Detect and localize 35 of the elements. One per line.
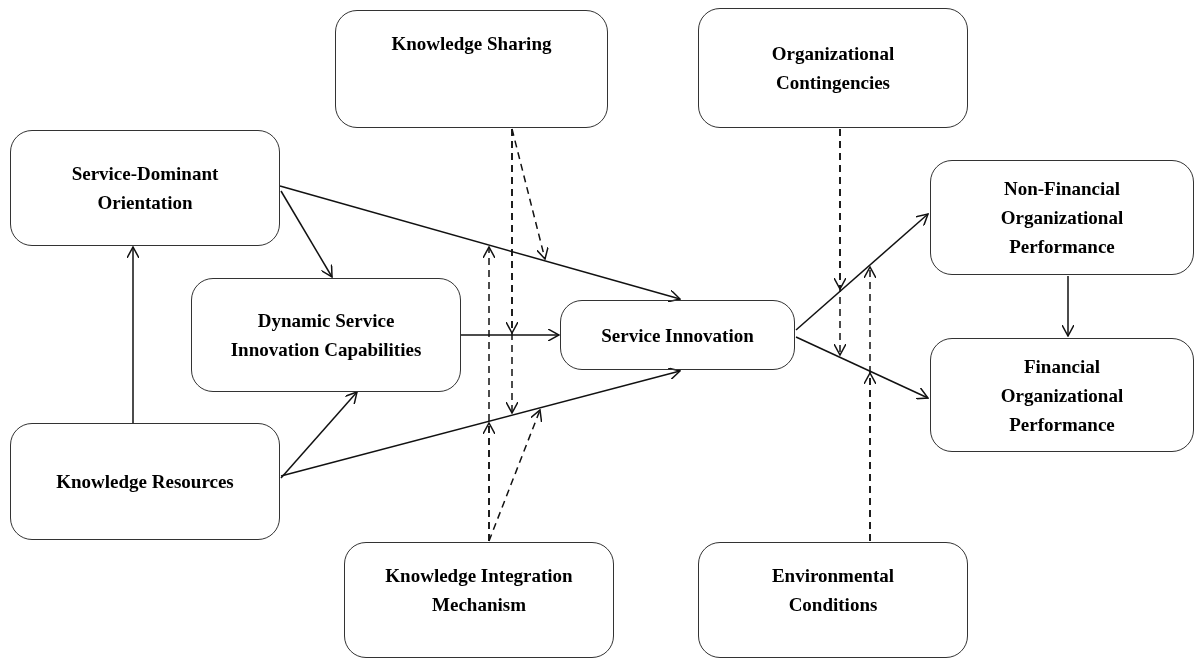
rounded-box <box>335 10 608 128</box>
arrow <box>795 213 929 331</box>
dashed-arrow <box>511 128 549 260</box>
dashed-arrow <box>505 128 519 414</box>
rounded-box <box>10 423 280 540</box>
arrow <box>795 336 929 400</box>
rounded-box <box>560 300 795 370</box>
node-label: Financial Organizational Performance <box>999 354 1125 437</box>
node-label: Environmental Conditions <box>770 564 896 617</box>
node-label: Knowledge Sharing <box>390 32 553 56</box>
arrow <box>280 367 681 477</box>
arrow <box>126 246 140 424</box>
arrow <box>280 190 333 278</box>
dashed-arrow <box>833 128 847 356</box>
arrow <box>280 391 358 479</box>
dashed-arrow <box>863 372 877 542</box>
dashed-arrow <box>488 409 543 542</box>
arrow <box>460 328 560 342</box>
rounded-box <box>698 8 968 128</box>
arrow <box>1061 275 1075 337</box>
node-label: Knowledge Integration Mechanism <box>384 564 574 617</box>
node-label: Service Innovation <box>600 323 755 348</box>
node-label: Non-Financial Organizational Performance <box>999 177 1125 259</box>
node-label: Dynamic Service Innovation Capabilities <box>229 309 423 362</box>
rounded-box <box>191 278 461 392</box>
rounded-box <box>344 542 614 658</box>
rounded-box <box>10 130 280 246</box>
rounded-box <box>698 542 968 658</box>
dashed-arrow <box>482 422 496 542</box>
node-label: Service-Dominant Orientation <box>70 162 220 215</box>
rounded-box <box>930 338 1194 452</box>
rounded-box <box>930 160 1194 275</box>
node-label: Knowledge Resources <box>55 470 235 494</box>
node-label: Organizational Contingencies <box>770 42 896 95</box>
arrow <box>279 185 681 303</box>
